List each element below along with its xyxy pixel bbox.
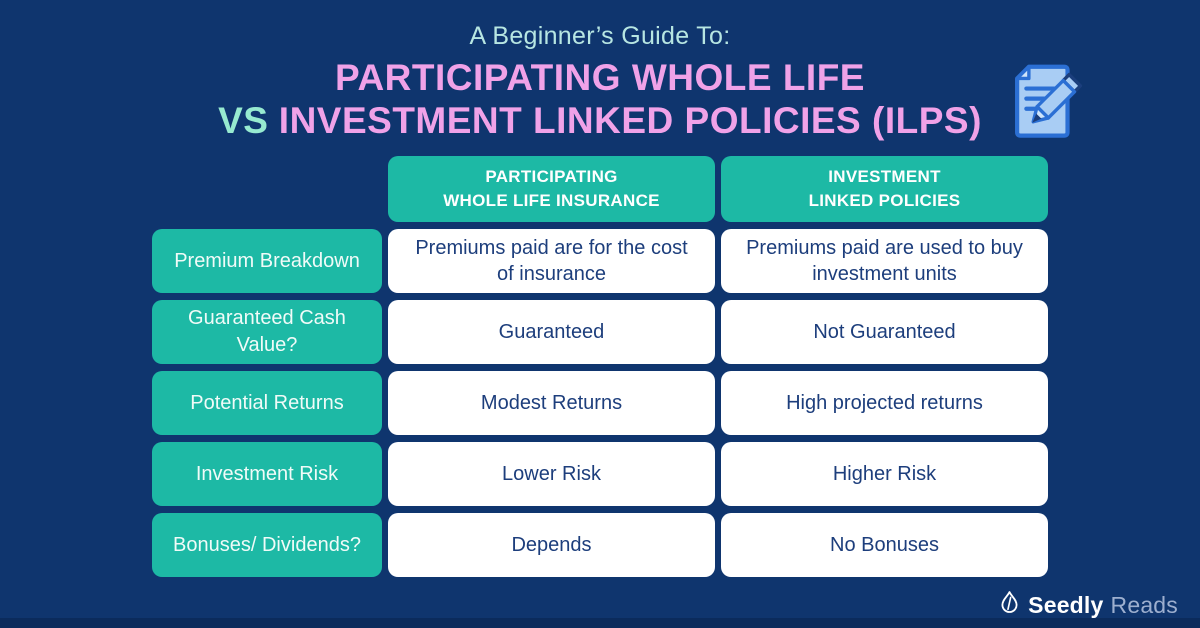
title-kicker: A Beginner’s Guide To: [469, 22, 731, 50]
cell-participating-bonuses: Depends [388, 513, 715, 577]
row-label-guaranteed-cash-value: Guaranteed Cash Value? [152, 300, 382, 364]
row-label-potential-returns: Potential Returns [152, 371, 382, 435]
seedly-leaf-icon [998, 590, 1021, 621]
column-header-line: WHOLE LIFE INSURANCE [443, 191, 660, 210]
title-line-1: PARTICIPATING WHOLE LIFE [335, 57, 865, 98]
row-label-investment-risk: Investment Risk [152, 442, 382, 506]
column-header-ilp: INVESTMENT LINKED POLICIES [721, 156, 1048, 222]
cell-ilp-risk: Higher Risk [721, 442, 1048, 506]
table-corner-spacer [152, 156, 382, 222]
brand-name-primary: Seedly [1028, 591, 1104, 618]
cell-participating-premium-breakdown: Premiums paid are for the cost of insura… [388, 229, 715, 293]
column-header-line: INVESTMENT [828, 167, 941, 187]
column-header-line: PARTICIPATING [485, 167, 618, 187]
cell-ilp-cash-value: Not Guaranteed [721, 300, 1048, 364]
cell-ilp-returns: High projected returns [721, 371, 1048, 435]
row-label-premium-breakdown: Premium Breakdown [152, 229, 382, 293]
row-label-bonuses-dividends: Bonuses/ Dividends? [152, 513, 382, 577]
cell-participating-cash-value: Guaranteed [388, 300, 715, 364]
column-header-line: LINKED POLICIES [808, 191, 961, 210]
cell-ilp-bonuses: No Bonuses [721, 513, 1048, 577]
comparison-table: PARTICIPATING WHOLE LIFE INSURANCE INVES… [152, 156, 1048, 577]
column-header-participating: PARTICIPATING WHOLE LIFE INSURANCE [388, 156, 715, 222]
title-vs-accent: VS [218, 100, 269, 141]
bottom-accent-strip [0, 618, 1200, 628]
brand-name-secondary: Reads [1110, 591, 1178, 618]
brand-lockup: Seedly Reads [998, 590, 1178, 621]
cell-ilp-premium-breakdown: Premiums paid are used to buy investment… [721, 229, 1048, 293]
cell-participating-risk: Lower Risk [388, 442, 715, 506]
title-line-2-rest: INVESTMENT LINKED POLICIES (ILPS) [278, 100, 982, 141]
cell-participating-returns: Modest Returns [388, 371, 715, 435]
document-with-pencil-icon [1002, 60, 1086, 144]
